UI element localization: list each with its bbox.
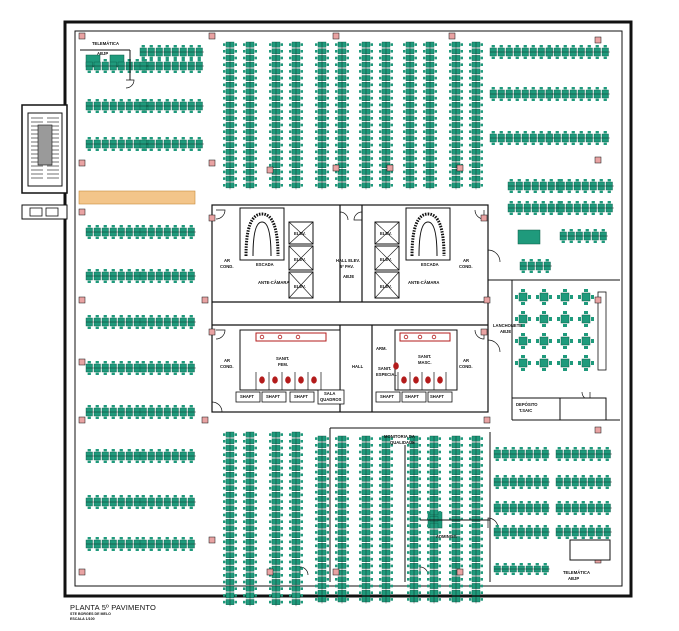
- structural-column: [386, 164, 394, 172]
- structural-column: [78, 159, 86, 167]
- label-deposito: DEPÓSITO: [516, 402, 538, 407]
- label-ar-cond-4: AR: [463, 358, 469, 363]
- structural-column: [208, 536, 216, 544]
- structural-column: [78, 32, 86, 40]
- label-ante-camara-left: ANTE-CÂMARA: [258, 280, 289, 285]
- structural-column: [480, 328, 488, 336]
- partitions: [80, 49, 620, 582]
- label-ar-cond-2b: COND.: [459, 264, 473, 269]
- structural-column: [266, 166, 274, 174]
- label-sala-quadros: SALA: [324, 391, 335, 396]
- label-sanit-espec: SANIT.: [378, 366, 391, 371]
- structural-column: [78, 208, 86, 216]
- structural-column: [594, 36, 602, 44]
- label-ar-cond-1b: COND.: [220, 264, 234, 269]
- label-admin: ADMINIST.: [436, 534, 457, 539]
- label-elev-2: ELEV.: [294, 257, 306, 262]
- drawing-scale: ESCALA 1/100: [70, 617, 95, 621]
- label-sanit-espec-b: ESPECIAL: [376, 372, 397, 377]
- label-elev-3: ELEV.: [294, 284, 306, 289]
- structural-column: [78, 358, 86, 366]
- outer-wall: [63, 20, 633, 598]
- structural-column: [78, 416, 86, 424]
- highlight-corridor: [78, 190, 196, 205]
- label-shaft-4: SHAFT: [380, 394, 394, 399]
- drawing-title: PLANTA 5º PAVIMENTO: [70, 603, 157, 612]
- label-ar-cond-3b: COND.: [220, 364, 234, 369]
- structural-column: [201, 416, 209, 424]
- structural-column: [208, 328, 216, 336]
- structural-column: [332, 32, 340, 40]
- label-escada-right: ESCADA: [421, 262, 439, 267]
- label-escada-left: ESCADA: [256, 262, 274, 267]
- label-hall-elev: HALL ELEV.: [336, 258, 360, 263]
- structural-column: [456, 164, 464, 172]
- drawing-subtitle: STE BORGES DE MELO: [70, 612, 111, 616]
- label-telematica-bottom: TELEMÁTICA: [563, 570, 590, 575]
- structural-column: [448, 32, 456, 40]
- structural-column: [483, 416, 491, 424]
- label-sala-quadros-b: QUADROS: [320, 397, 342, 402]
- structural-column: [266, 568, 274, 576]
- label-ante-camara-right: ANTE-CÂMARA: [408, 280, 439, 285]
- structural-column: [594, 296, 602, 304]
- label-ar-cond-4b: COND.: [459, 364, 473, 369]
- structural-column: [78, 568, 86, 576]
- label-shaft-2: SHAFT: [266, 394, 280, 399]
- room-labels: TELEMÁTICA ABJP TELEMÁTICA ABJP ESCADA E…: [92, 41, 590, 581]
- label-lanchonete: LANCHONETE: [493, 323, 522, 328]
- label-elev-5: ELEV.: [380, 257, 392, 262]
- label-sanit-masc: SANIT.: [418, 354, 431, 359]
- label-shaft-5: SHAFT: [405, 394, 419, 399]
- stair-well-right: [405, 207, 451, 261]
- structural-column: [594, 156, 602, 164]
- central-core: [211, 204, 489, 413]
- label-monitoria-b: QUALIDADE: [390, 440, 415, 445]
- label-shaft-1: SHAFT: [240, 394, 254, 399]
- label-arm: ARM.: [376, 346, 387, 351]
- structural-column: [332, 568, 340, 576]
- label-sanit-masc-b: MASC.: [418, 360, 432, 365]
- label-ar-cond-2: AR: [463, 258, 469, 263]
- structural-column: [201, 296, 209, 304]
- label-elev-4: ELEV.: [380, 231, 392, 236]
- stair-well-left: [239, 207, 285, 261]
- label-ar-cond-3: AR: [224, 358, 230, 363]
- label-telematica-top-sub: ABJP: [97, 51, 108, 56]
- label-shaft-6: SHAFT: [430, 394, 444, 399]
- label-lanchonete-sub: ABJE: [500, 329, 511, 334]
- structural-column: [483, 296, 491, 304]
- label-elev-6: ELEV.: [380, 284, 392, 289]
- label-ar-cond-1: AR: [224, 258, 230, 263]
- structural-column: [594, 426, 602, 434]
- label-sanit-fem-b: FEM.: [278, 362, 288, 367]
- label-sanit-fem: SANIT.: [276, 356, 289, 361]
- label-hall-elev-sub: ABJE: [343, 274, 354, 279]
- label-monitoria: MONITORIA DA: [384, 434, 415, 439]
- label-shaft-3: SHAFT: [294, 394, 308, 399]
- label-elev-1: ELEV.: [294, 231, 306, 236]
- label-hall-elev-floor: 5º PAV.: [340, 264, 354, 269]
- external-stair: [21, 104, 68, 220]
- label-telematica-bottom-sub: ABJP: [568, 576, 579, 581]
- label-hall: HALL: [352, 364, 364, 369]
- structural-column: [332, 164, 340, 172]
- structural-column: [456, 568, 464, 576]
- structural-column: [208, 32, 216, 40]
- structural-column: [208, 214, 216, 222]
- structural-column: [480, 214, 488, 222]
- label-deposito-sub: T.SAIC: [519, 408, 532, 413]
- structural-column: [78, 296, 86, 304]
- structural-column: [208, 159, 216, 167]
- label-telematica-top: TELEMÁTICA: [92, 41, 119, 46]
